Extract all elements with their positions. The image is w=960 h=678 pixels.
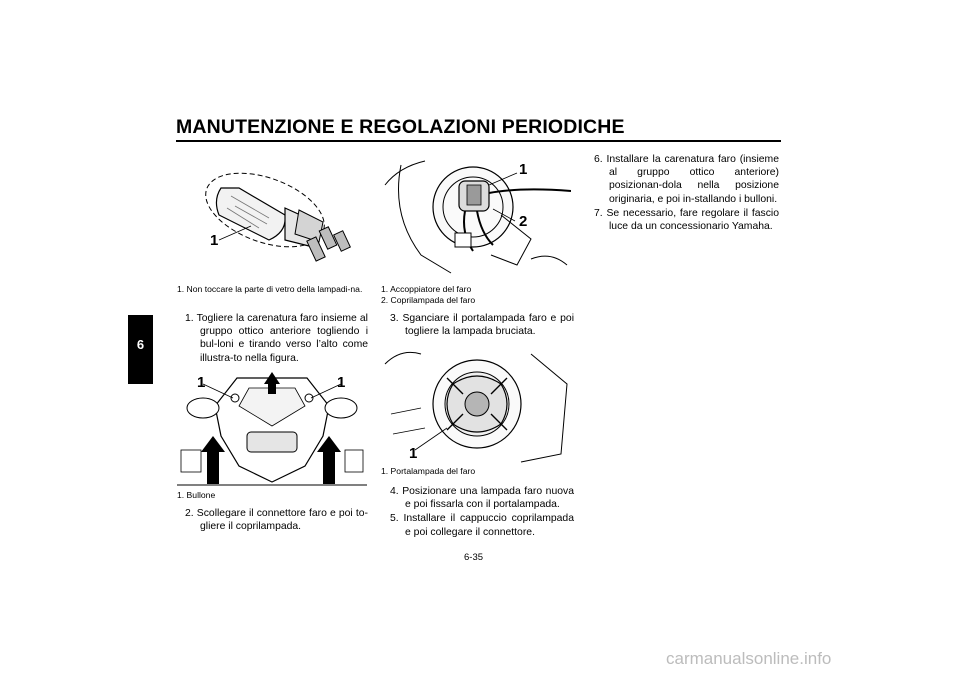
callout-1-right: 1: [337, 374, 346, 391]
callout-1: 1: [519, 161, 528, 178]
bulb-illustration: 1: [199, 160, 361, 278]
step-list-col2b: 4. Posizionare una lampada faro nuova e …: [390, 485, 574, 540]
title-rule: [176, 140, 781, 142]
caption-item: 2. Coprilampada del faro: [381, 295, 476, 305]
step-item: 3. Sganciare il portalampada faro e poi …: [390, 313, 574, 338]
cowling-caption: 1. Bullone: [177, 490, 367, 501]
bulb-caption: 1. Non toccare la parte di vetro della l…: [177, 284, 367, 295]
watermark: carmanualsonline.info: [666, 649, 832, 668]
holder-caption: 1. Portalampada del faro: [381, 466, 571, 477]
caption-item: 1. Accoppiatore del faro: [381, 284, 472, 294]
chapter-tab: 6: [128, 315, 153, 384]
caption-item: 1. Non toccare la parte di vetro della l…: [177, 284, 363, 294]
caption-item: 1. Portalampada del faro: [381, 466, 476, 476]
callout-1-left: 1: [197, 374, 206, 391]
cowling-illustration: 1 1: [177, 366, 367, 486]
step-item: 6. Installare la carenatura faro (insiem…: [594, 154, 779, 205]
page-title: MANUTENZIONE E REGOLAZIONI PERIODICHE: [176, 116, 625, 138]
connector-illustration: 1 2: [381, 155, 571, 278]
callout-1: 1: [210, 232, 219, 249]
caption-item: 1. Bullone: [177, 490, 216, 500]
step-item: 7. Se necessario, fare regolare il fasci…: [594, 207, 779, 233]
step-item: 2. Scollegare il connettore faro e poi t…: [185, 508, 368, 533]
step-list-col1a: 1. Togliere la carenatura faro insieme a…: [185, 312, 368, 366]
step-item: 1. Togliere la carenatura faro insieme a…: [185, 313, 368, 364]
callout-1: 1: [409, 445, 418, 462]
step-list-col1b: 2. Scollegare il connettore faro e poi t…: [185, 507, 368, 534]
step-list-col3: 6. Installare la carenatura faro (insiem…: [594, 153, 779, 234]
callout-2: 2: [519, 213, 528, 230]
holder-illustration: 1: [381, 344, 571, 464]
step-list-col2a: 3. Sganciare il portalampada faro e poi …: [390, 312, 574, 339]
connector-caption: 1. Accoppiatore del faro 2. Coprilampada…: [381, 284, 571, 306]
page-number: 6-35: [464, 552, 484, 563]
step-item: 4. Posizionare una lampada faro nuova e …: [390, 486, 574, 511]
step-item: 5. Installare il cappuccio coprilampada …: [390, 513, 574, 538]
